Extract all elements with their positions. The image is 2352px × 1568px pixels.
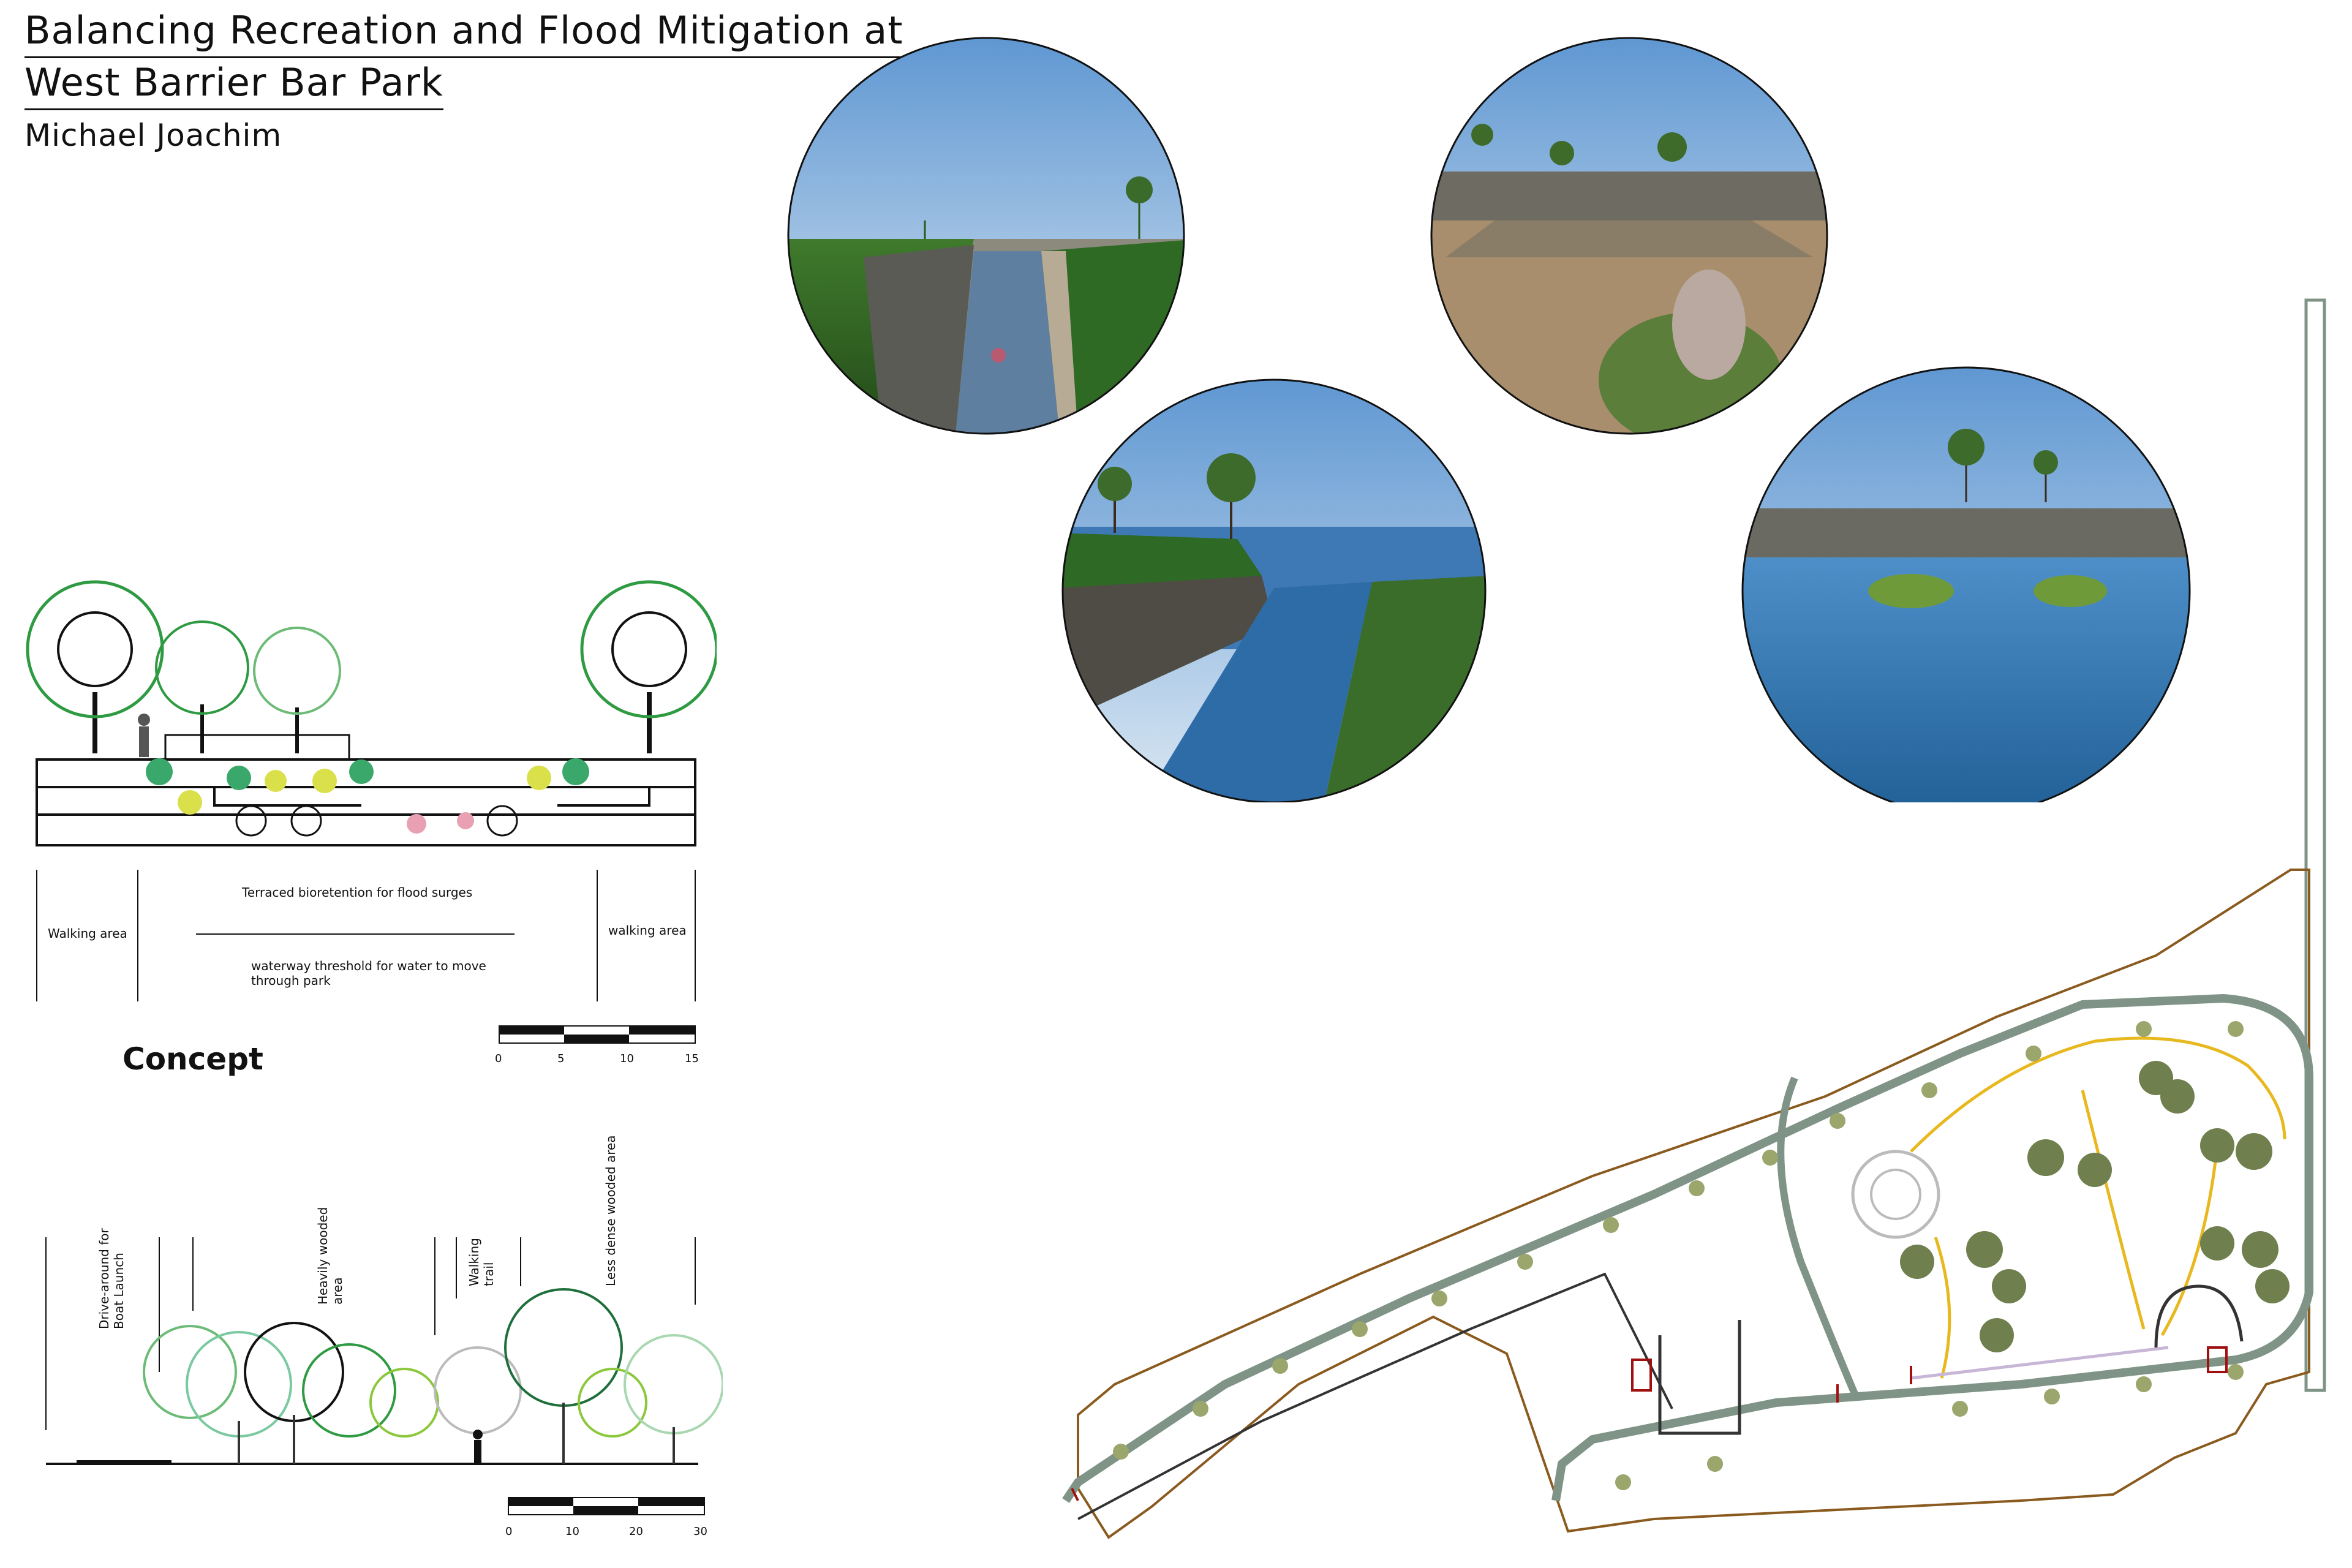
site-plan [1062,298,2326,1539]
yellow-trail [1910,1036,2286,1153]
rendering-channel-to-lake [1063,380,1485,802]
concept-scale-bar [508,1497,705,1515]
label-drive-around: Drive-around for Boat Launch [97,1228,126,1329]
label-waterway: waterway threshold for water to move thr… [251,959,486,988]
tree-dots [1113,1021,2244,1490]
main-path [1062,994,2313,1503]
section-scale-bar [499,1025,696,1044]
title-line-1: Balancing Recreation and Flood Mitigatio… [24,6,903,58]
rendering-views [787,37,2191,802]
tree-icon [580,580,717,753]
concept-drawing [45,1237,723,1515]
label-walking-right: walking area [608,923,687,938]
tree-icon [26,580,164,753]
rendering-dry-basin [1431,38,1827,434]
scale-tick: 30 [693,1525,707,1538]
scale-tick: 15 [685,1052,699,1065]
author-name: Michael Joachim [24,118,282,153]
scale-tick: 0 [495,1052,502,1065]
label-heavily-wooded: Heavily wooded area [315,1207,345,1305]
label-terraced: Terraced bioretention for flood surges [242,885,473,900]
section-annotation-lines [36,870,696,1044]
tree-clusters [1900,1061,2290,1352]
label-walking-left: Walking area [48,926,127,941]
scale-tick: 10 [620,1052,634,1065]
title-block: Balancing Recreation and Flood Mitigatio… [24,6,903,110]
scale-tick: 20 [629,1525,643,1538]
scale-tick: 5 [557,1052,565,1065]
tree-icon [155,620,249,753]
label-walking-trail: Walking trail [467,1238,496,1286]
title-line-2: West Barrier Bar Park [24,58,443,110]
scale-tick: 0 [505,1525,513,1538]
section-drawing [26,580,717,846]
person-icon [138,714,150,757]
red-markers [1071,1346,2228,1501]
plant-icons [146,758,589,837]
label-less-dense: Less dense wooded area [603,1135,618,1286]
tree-icon [253,627,341,753]
concept-heading: Concept [123,1041,263,1077]
tree-icon [143,1288,723,1438]
person-icon [473,1430,483,1463]
site-boundary [1077,869,2310,1539]
scale-tick: 10 [565,1525,579,1538]
